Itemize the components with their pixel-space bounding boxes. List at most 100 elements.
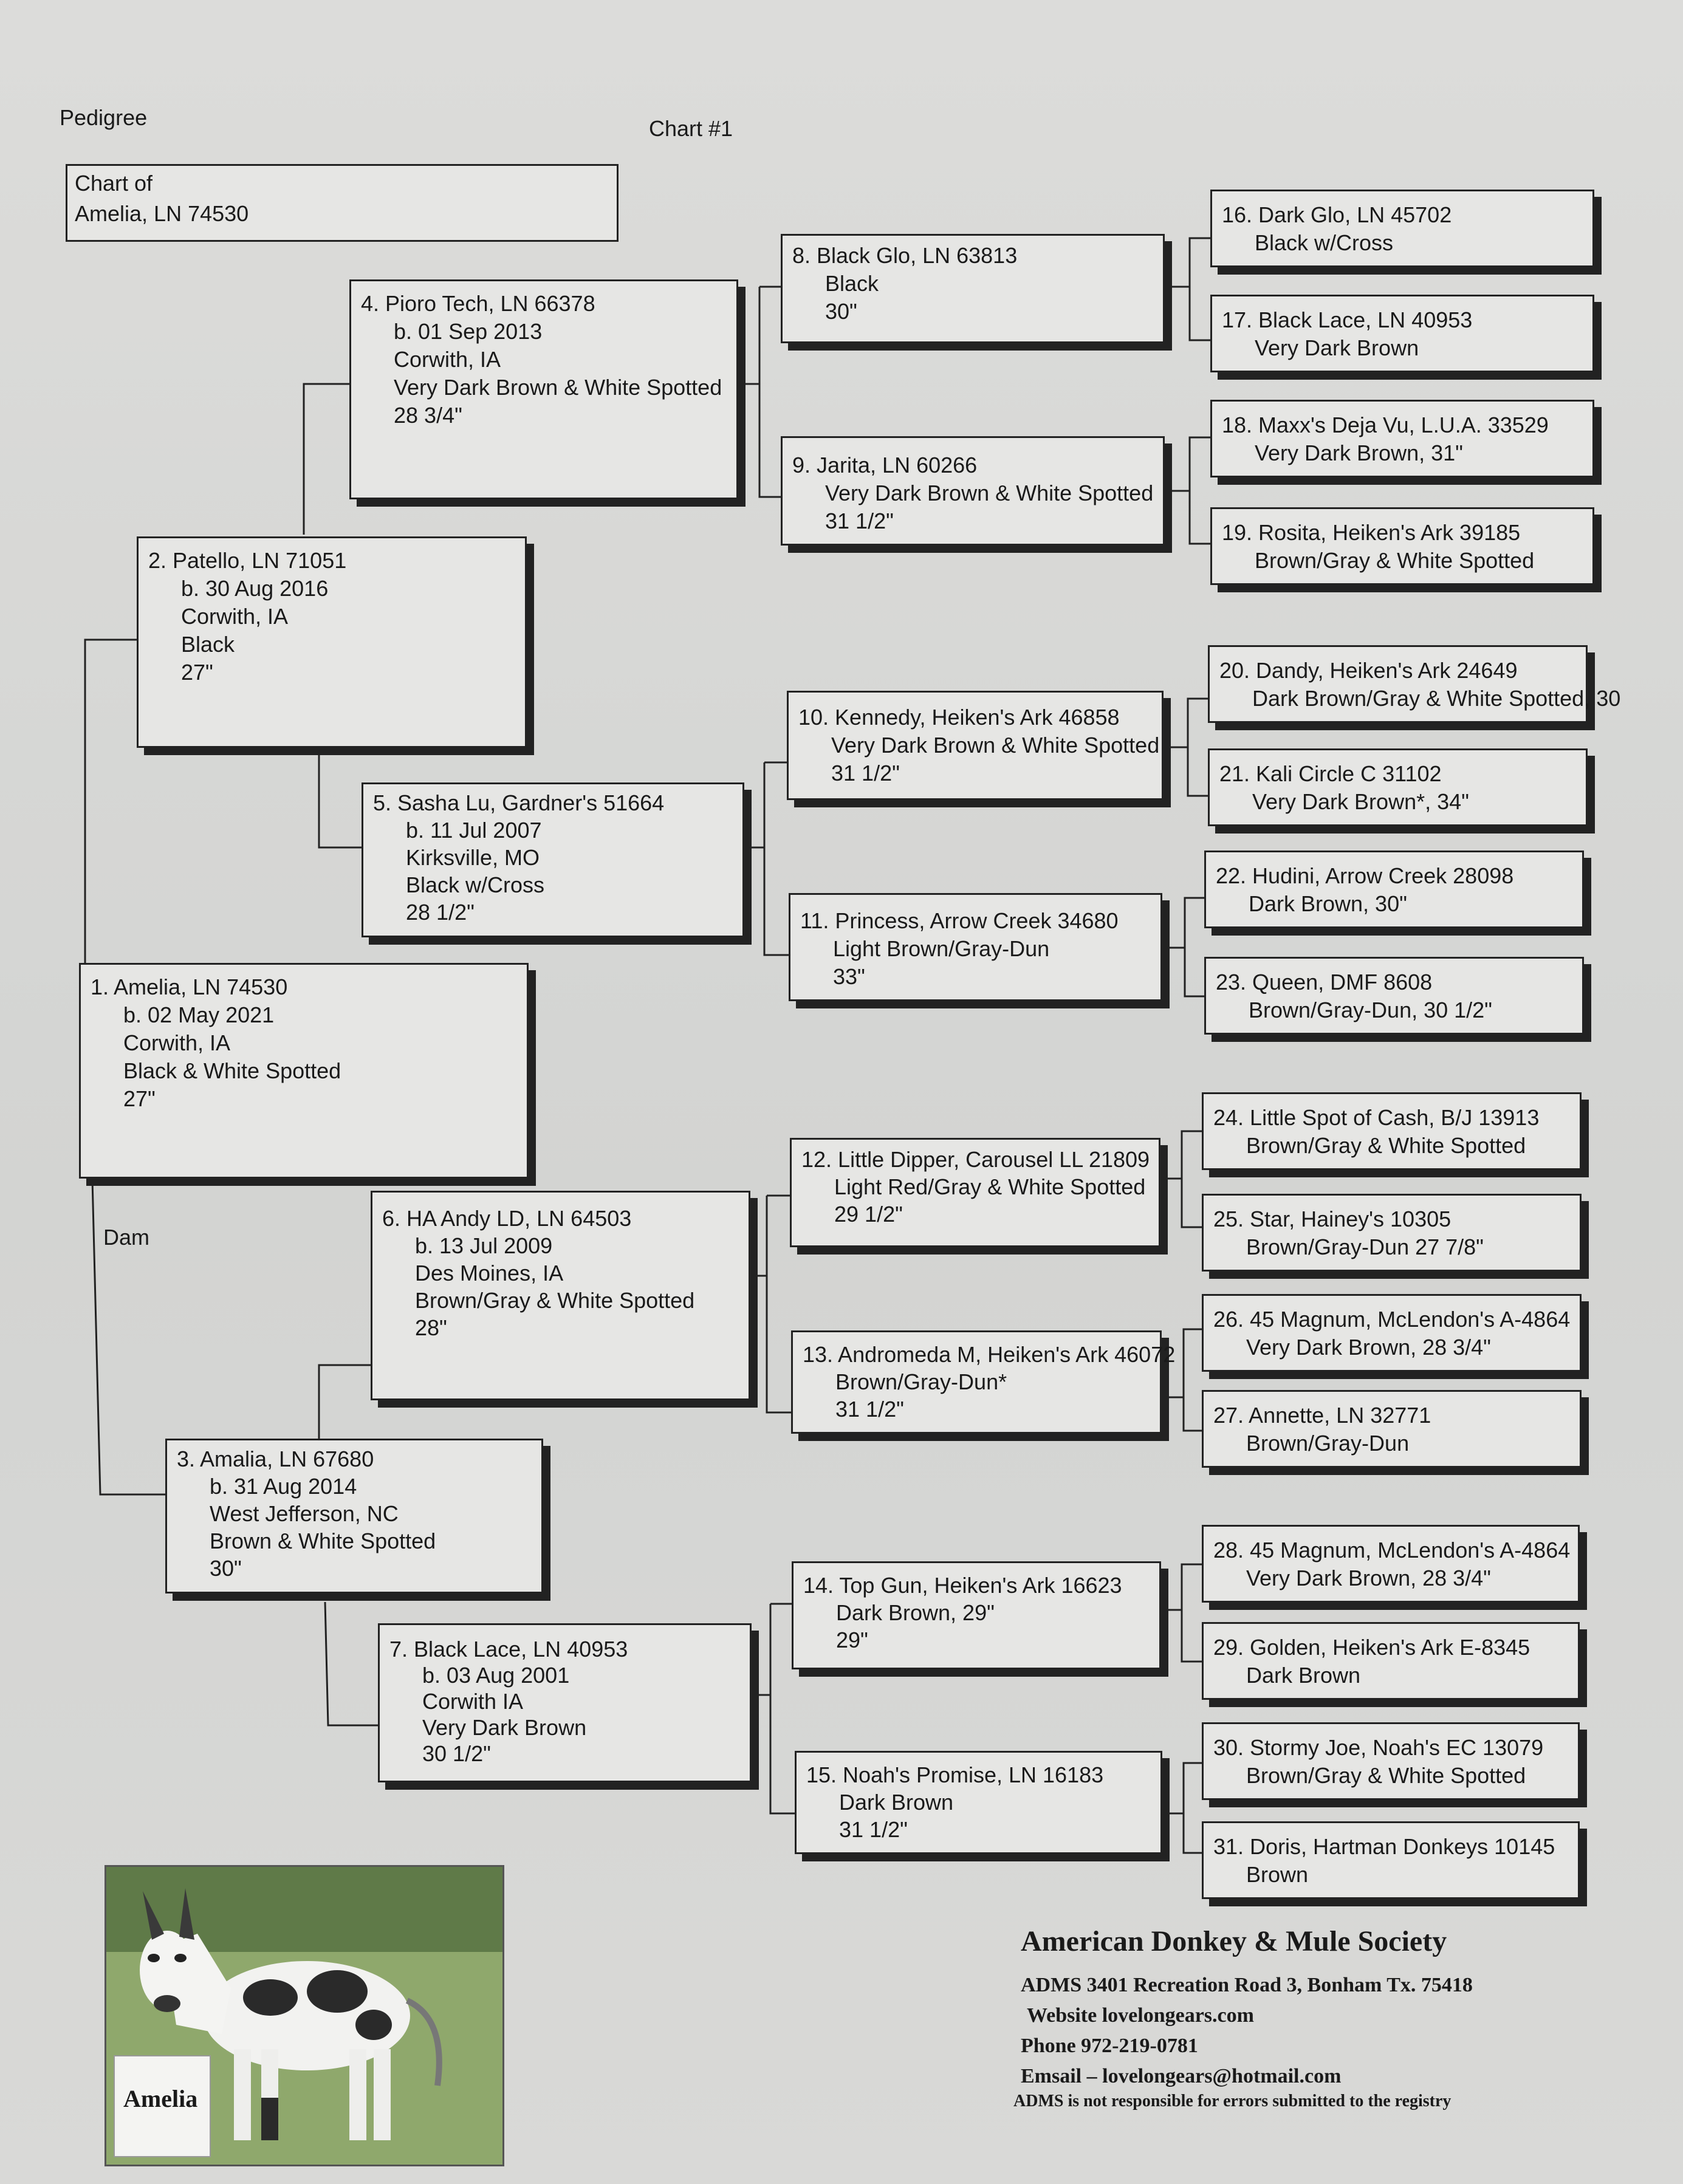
connector-3b	[324, 1601, 380, 1727]
entry-28: 28. 45 Magnum, McLendon's A-4864 Very Da…	[1202, 1525, 1580, 1603]
connector-3	[318, 1364, 372, 1439]
connector-4b	[758, 287, 783, 498]
entry-28-name: 28. 45 Magnum, McLendon's A-4864	[1213, 1538, 1571, 1563]
photo-name-label: Amelia	[114, 2055, 211, 2157]
entry-15-name: 15. Noah's Promise, LN 16183	[806, 1762, 1104, 1787]
entry-16-name: 16. Dark Glo, LN 45702	[1222, 202, 1452, 227]
entry-30-detail: Brown/Gray & White Spotted	[1246, 1763, 1526, 1788]
entry-18-detail: Very Dark Brown, 31"	[1255, 440, 1463, 465]
entry-10: 10. Kennedy, Heiken's Ark 46858 Very Dar…	[787, 691, 1164, 800]
entry-18: 18. Maxx's Deja Vu, L.U.A. 33529 Very Da…	[1210, 400, 1594, 478]
entry-2-birthdate: b. 30 Aug 2016	[181, 576, 329, 601]
entry-21: 21. Kali Circle C 31102 Very Dark Brown*…	[1208, 748, 1588, 826]
connector-2b	[318, 750, 363, 849]
entry-1-color: Black & White Spotted	[123, 1058, 341, 1083]
entry-13: 13. Andromeda M, Heiken's Ark 46072 Brow…	[791, 1330, 1175, 1434]
entry-19-detail: Brown/Gray & White Spotted	[1255, 548, 1535, 573]
connector-9b	[1188, 491, 1210, 545]
society-footer: American Donkey & Mule Society ADMS 3401…	[1013, 1925, 1473, 2111]
chart-number: Chart #1	[649, 116, 733, 141]
chart-of-box: Chart of Amelia, LN 74530	[66, 164, 619, 242]
entry-1-height: 27"	[123, 1086, 156, 1111]
entry-11: 11. Princess, Arrow Creek 34680 Light Br…	[789, 893, 1162, 1001]
entry-5: 5. Sasha Lu, Gardner's 51664 b. 11 Jul 2…	[362, 782, 744, 937]
entry-19: 19. Rosita, Heiken's Ark 39185 Brown/Gra…	[1210, 507, 1594, 585]
entry-3-height: 30"	[210, 1556, 242, 1581]
entry-6-birthdate: b. 13 Jul 2009	[415, 1233, 553, 1258]
entry-31-name: 31. Doris, Hartman Donkeys 10145	[1213, 1834, 1555, 1859]
entry-13-height: 31 1/2"	[835, 1397, 904, 1422]
entry-6-location: Des Moines, IA	[415, 1261, 564, 1285]
connector-8b	[1188, 287, 1210, 341]
entry-24-name: 24. Little Spot of Cash, B/J 13913	[1213, 1105, 1540, 1130]
connector-10b	[1187, 747, 1208, 797]
entry-16-detail: Black w/Cross	[1255, 230, 1394, 255]
entry-8-color: Black	[825, 271, 879, 296]
connector-1	[84, 638, 140, 966]
entry-3-location: West Jefferson, NC	[210, 1501, 399, 1526]
society-name: American Donkey & Mule Society	[1021, 1925, 1447, 1957]
connector-8	[1168, 237, 1210, 288]
entry-22-detail: Dark Brown, 30"	[1249, 891, 1407, 916]
entry-29: 29. Golden, Heiken's Ark E-8345 Dark Bro…	[1202, 1622, 1580, 1700]
entry-12-name: 12. Little Dipper, Carousel LL 21809	[801, 1147, 1150, 1172]
entry-14-name: 14. Top Gun, Heiken's Ark 16623	[803, 1573, 1122, 1598]
entry-20-detail: Dark Brown/Gray & White Spotted, 30	[1252, 686, 1621, 711]
entry-3-color: Brown & White Spotted	[210, 1528, 436, 1553]
entry-6-color: Brown/Gray & White Spotted	[415, 1288, 695, 1313]
connector-7b	[769, 1604, 795, 1815]
entry-30: 30. Stormy Joe, Noah's EC 13079 Brown/Gr…	[1202, 1722, 1580, 1800]
entry-10-color: Very Dark Brown & White Spotted	[831, 733, 1160, 758]
connector-5b	[763, 762, 790, 956]
entry-21-name: 21. Kali Circle C 31102	[1219, 761, 1442, 786]
entry-7-location: Corwith IA	[422, 1689, 524, 1714]
entry-8-name: 8. Black Glo, LN 63813	[792, 243, 1018, 268]
entry-25: 25. Star, Hainey's 10305 Brown/Gray-Dun …	[1202, 1194, 1582, 1272]
entry-11-name: 11. Princess, Arrow Creek 34680	[800, 908, 1119, 933]
entry-27-name: 27. Annette, LN 32771	[1213, 1403, 1431, 1428]
entry-26-detail: Very Dark Brown, 28 3/4"	[1246, 1335, 1491, 1360]
entry-31: 31. Doris, Hartman Donkeys 10145 Brown	[1202, 1821, 1580, 1899]
entry-1: 1. Amelia, LN 74530 b. 02 May 2021 Corwi…	[79, 963, 529, 1179]
entry-14: 14. Top Gun, Heiken's Ark 16623 Dark Bro…	[792, 1561, 1161, 1669]
entry-2-color: Black	[181, 632, 235, 657]
entry-11-color: Light Brown/Gray-Dun	[833, 936, 1050, 961]
entry-22: 22. Hudini, Arrow Creek 28098 Dark Brown…	[1204, 851, 1584, 928]
entry-23-name: 23. Queen, DMF 8608	[1216, 970, 1433, 994]
entry-24: 24. Little Spot of Cash, B/J 13913 Brown…	[1202, 1092, 1582, 1170]
entry-5-location: Kirksville, MO	[406, 845, 540, 870]
connector-10	[1167, 697, 1208, 748]
entry-10-height: 31 1/2"	[831, 761, 900, 786]
entry-25-name: 25. Star, Hainey's 10305	[1213, 1207, 1452, 1231]
entry-2-height: 27"	[181, 660, 213, 685]
entry-17-detail: Very Dark Brown	[1255, 335, 1419, 360]
entry-15-height: 31 1/2"	[839, 1817, 908, 1842]
entry-5-name: 5. Sasha Lu, Gardner's 51664	[373, 790, 665, 815]
entry-24-detail: Brown/Gray & White Spotted	[1246, 1133, 1526, 1158]
entry-26-name: 26. 45 Magnum, McLendon's A-4864	[1213, 1307, 1571, 1332]
entry-11-height: 33"	[833, 964, 865, 989]
entry-8: 8. Black Glo, LN 63813 Black 30"	[781, 234, 1165, 343]
entry-23-detail: Brown/Gray-Dun, 30 1/2"	[1249, 998, 1492, 1022]
entry-6-height: 28"	[415, 1315, 447, 1340]
connector-14	[1162, 1563, 1202, 1611]
entry-13-color: Brown/Gray-Dun*	[835, 1369, 1007, 1394]
entry-4-name: 4. Pioro Tech, LN 66378	[361, 291, 595, 316]
connector-13	[1160, 1328, 1202, 1398]
entry-15: 15. Noah's Promise, LN 16183 Dark Brown …	[795, 1751, 1162, 1854]
entry-7: 7. Black Lace, LN 40953 b. 03 Aug 2001 C…	[378, 1623, 752, 1782]
entry-3-birthdate: b. 31 Aug 2014	[210, 1474, 357, 1499]
entry-29-detail: Dark Brown	[1246, 1663, 1361, 1688]
entry-1-birthdate: b. 02 May 2021	[123, 1002, 275, 1027]
entry-27: 27. Annette, LN 32771 Brown/Gray-Dun	[1202, 1390, 1582, 1468]
connector-12b	[1181, 1179, 1202, 1228]
donkey-photo: Amelia	[105, 1865, 504, 2166]
entry-20: 20. Dandy, Heiken's Ark 24649 Dark Brown…	[1208, 645, 1621, 723]
entry-18-name: 18. Maxx's Deja Vu, L.U.A. 33529	[1222, 412, 1549, 437]
entry-5-height: 28 1/2"	[406, 900, 475, 925]
connector-15b	[1182, 1813, 1202, 1854]
connector-14b	[1181, 1610, 1202, 1663]
entry-25-detail: Brown/Gray-Dun 27 7/8"	[1246, 1234, 1484, 1259]
entry-4-location: Corwith, IA	[394, 347, 501, 372]
